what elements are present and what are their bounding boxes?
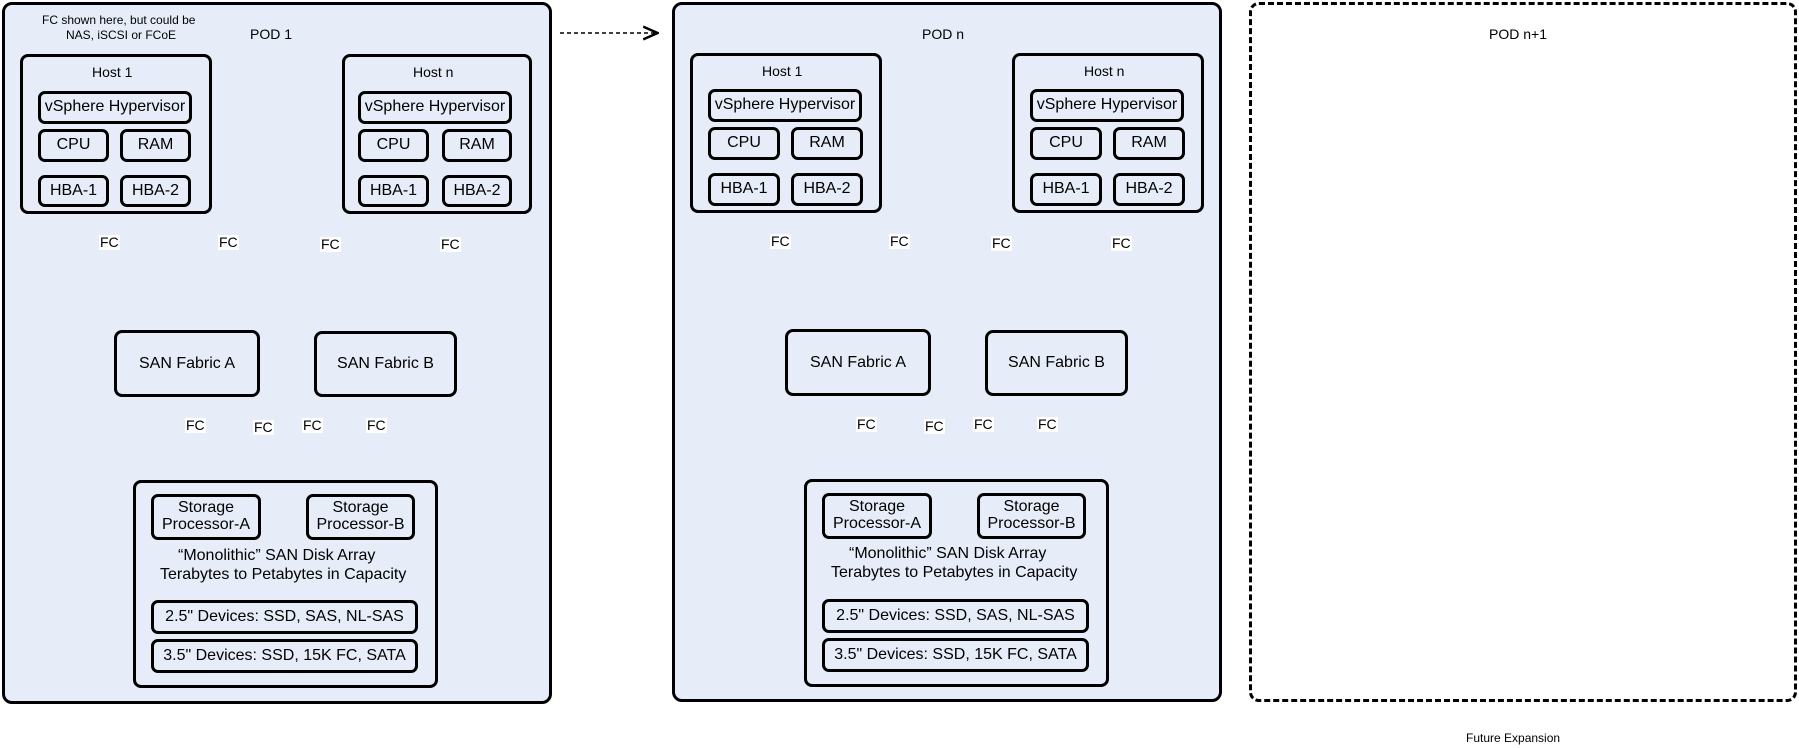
pod-n-fc-label-7: FC bbox=[973, 416, 994, 432]
pod-1-san-fabric-a: SAN Fabric A bbox=[114, 330, 260, 397]
pod-n-host-1-cpu: CPU bbox=[708, 127, 780, 160]
pod-1-host-1-title: Host 1 bbox=[92, 64, 133, 80]
pod-1-host-1-hba-2: HBA-2 bbox=[120, 175, 191, 207]
pod-1-fc-label-6: FC bbox=[253, 419, 274, 435]
pod-1-devices-35: 3.5" Devices: SSD, 15K FC, SATA bbox=[151, 639, 418, 673]
pod-n-fc-label-2: FC bbox=[889, 233, 910, 249]
pod-1-fc-label-2: FC bbox=[218, 234, 239, 250]
pod-1-storage-processor-a: Storage Processor-A bbox=[151, 494, 261, 540]
pod-n-fc-label-8: FC bbox=[1037, 416, 1058, 432]
pod-1-fc-label-7: FC bbox=[302, 417, 323, 433]
pod-1-fc-label-3: FC bbox=[320, 236, 341, 252]
pod-n-plus-1 bbox=[1249, 2, 1797, 702]
pod-1-host-n-hba-1: HBA-1 bbox=[358, 175, 429, 207]
pod-n-host-n-hypervisor: vSphere Hypervisor bbox=[1030, 89, 1184, 122]
pod-n-host-n-title: Host n bbox=[1084, 63, 1125, 79]
pod-n-title: POD n bbox=[922, 26, 965, 42]
pod-n-san-fabric-b: SAN Fabric B bbox=[985, 330, 1128, 396]
pod-n-host-1-hba-1: HBA-1 bbox=[708, 173, 780, 206]
pod-1-fc-label-8: FC bbox=[366, 417, 387, 433]
pod-n-devices-25: 2.5" Devices: SSD, SAS, NL-SAS bbox=[822, 599, 1089, 633]
pod-1-host-1-hypervisor: vSphere Hypervisor bbox=[38, 91, 192, 124]
pod-n-storage-processor-a: Storage Processor-A bbox=[822, 493, 932, 539]
pod-1-host-n-ram: RAM bbox=[442, 129, 512, 162]
pod-n-host-1-hba-2: HBA-2 bbox=[791, 173, 863, 206]
pod-n-host-n-cpu: CPU bbox=[1030, 127, 1102, 160]
pod-n-devices-35: 3.5" Devices: SSD, 15K FC, SATA bbox=[822, 638, 1089, 672]
future-expansion-label: Future Expansion bbox=[1466, 731, 1561, 745]
pod-n-host-n-ram: RAM bbox=[1113, 127, 1185, 160]
pod-n-fc-label-5: FC bbox=[856, 416, 877, 432]
pod-n-host-1-title: Host 1 bbox=[762, 63, 803, 79]
pod-1-fc-label-5: FC bbox=[185, 417, 206, 433]
pod-1-devices-25: 2.5" Devices: SSD, SAS, NL-SAS bbox=[151, 600, 418, 634]
pod-1-storage-processor-b-line2: Processor-B bbox=[316, 516, 405, 533]
pod-n-plus-1-title: POD n+1 bbox=[1489, 26, 1547, 42]
pod-n-host-n-hba-2: HBA-2 bbox=[1113, 173, 1185, 206]
pod-n-host-1-ram: RAM bbox=[791, 127, 863, 160]
pod-n-san-fabric-a: SAN Fabric A bbox=[785, 329, 931, 396]
pod-1-host-n-title: Host n bbox=[413, 64, 454, 80]
pod-1-fc-label-1: FC bbox=[99, 234, 120, 250]
protocol-note-line2: NAS, iSCSI or FCoE bbox=[66, 28, 177, 42]
pod-1-host-n-hba-2: HBA-2 bbox=[442, 175, 512, 207]
pod-n-storage-processor-b: Storage Processor-B bbox=[977, 493, 1086, 539]
pod-1-host-n-hypervisor: vSphere Hypervisor bbox=[358, 91, 512, 124]
pod-1-host-1-ram: RAM bbox=[120, 129, 191, 162]
protocol-note-line1: FC shown here, but could be bbox=[42, 13, 196, 27]
pod-1-host-1-cpu: CPU bbox=[38, 129, 109, 162]
pod-n-array-description-line1: “Monolithic” SAN Disk Array bbox=[849, 545, 1047, 562]
pod-1-fc-label-4: FC bbox=[440, 236, 461, 252]
pod-1-storage-processor-a-line2: Processor-A bbox=[161, 516, 251, 533]
pod-n-host-1-hypervisor: vSphere Hypervisor bbox=[708, 89, 862, 122]
pod-n-fc-label-1: FC bbox=[770, 233, 791, 249]
pod-n-storage-processor-a-line2: Processor-A bbox=[832, 515, 922, 532]
pod-1-host-n-cpu: CPU bbox=[358, 129, 429, 162]
pod-1-san-fabric-b: SAN Fabric B bbox=[314, 331, 457, 397]
pod-n-fc-label-6: FC bbox=[924, 418, 945, 434]
pod-n-fc-label-4: FC bbox=[1111, 235, 1132, 251]
pod-n-fc-label-3: FC bbox=[991, 235, 1012, 251]
pod-n-storage-processor-b-line1: Storage bbox=[1003, 498, 1060, 516]
pod-1-title: POD 1 bbox=[250, 26, 293, 42]
pod-n-storage-processor-a-line1: Storage bbox=[848, 498, 906, 516]
pod-n-storage-processor-b-line2: Processor-B bbox=[987, 515, 1076, 532]
pod-1-storage-processor-b: Storage Processor-B bbox=[306, 494, 415, 540]
pod-n-array-description-line2: Terabytes to Petabytes in Capacity bbox=[831, 564, 1078, 581]
pod-1-host-1-hba-1: HBA-1 bbox=[38, 175, 109, 207]
pod-1-array-description-line1: “Monolithic” SAN Disk Array bbox=[178, 547, 376, 564]
pod-1-storage-processor-a-line1: Storage bbox=[177, 499, 235, 517]
pod-1-array-description-line2: Terabytes to Petabytes in Capacity bbox=[160, 566, 407, 583]
pod-1-storage-processor-b-line1: Storage bbox=[332, 499, 389, 517]
pod-n-host-n-hba-1: HBA-1 bbox=[1030, 173, 1102, 206]
